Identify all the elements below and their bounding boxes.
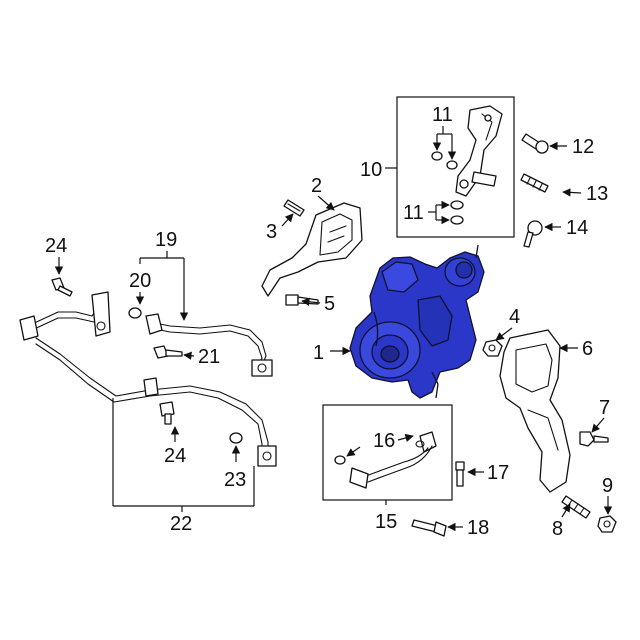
- callout-12: 12: [572, 136, 594, 158]
- callout-9: 9: [602, 475, 613, 497]
- stud-13: [520, 173, 549, 193]
- callout-22: 22: [170, 513, 192, 535]
- nut-9: [597, 515, 617, 533]
- callout-11-lower: 11: [403, 202, 424, 224]
- callout-10: 10: [360, 159, 382, 181]
- nut-4: [482, 339, 503, 357]
- oil-line-22: [19, 291, 277, 467]
- bolt-18: [411, 519, 447, 537]
- callout-6: 6: [582, 338, 593, 360]
- callout-19: 19: [155, 229, 177, 251]
- bolt-3: [283, 199, 305, 217]
- callout-1: 1: [313, 342, 324, 364]
- callout-14: 14: [566, 217, 588, 239]
- oil-pipe-15: [334, 431, 437, 489]
- bolt-24-lower: [159, 401, 175, 425]
- bolt-12: [521, 133, 549, 154]
- bolt-24-upper: [51, 277, 73, 297]
- bolt-14: [523, 220, 543, 248]
- callout-3: 3: [266, 221, 277, 243]
- callout-21: 21: [198, 346, 220, 368]
- callout-2: 2: [311, 175, 322, 197]
- callout-11-upper: 11: [432, 104, 453, 126]
- washers-11: [431, 151, 464, 225]
- pipe-group-box: [322, 404, 453, 501]
- bolt-5: [285, 294, 319, 306]
- callout-5: 5: [324, 293, 335, 315]
- heat-shield-upper: [261, 202, 363, 297]
- heat-shield-lower: [499, 329, 571, 493]
- oil-line-19: [145, 313, 273, 377]
- bracket-group-box: [396, 96, 515, 238]
- turbocharger: [349, 244, 485, 399]
- callout-24-lower: 24: [164, 445, 186, 467]
- callout-17: 17: [487, 462, 509, 484]
- callout-15: 15: [375, 511, 397, 533]
- washer-23: [229, 432, 243, 444]
- callout-16: 16: [373, 430, 395, 452]
- leader-lines: [54, 126, 613, 532]
- callout-8: 8: [552, 518, 563, 540]
- callout-labels: 1 2 3 4 5 6 7 8 9 10 11 11 12 13 14 15 1…: [45, 104, 613, 540]
- washer-20: [128, 307, 142, 319]
- callout-7: 7: [599, 397, 610, 419]
- callout-18: 18: [467, 517, 489, 539]
- bolt-7: [579, 431, 609, 447]
- stud-8: [561, 495, 591, 519]
- callout-4: 4: [509, 306, 520, 328]
- callout-23: 23: [224, 469, 246, 491]
- bracket-10: [455, 105, 503, 197]
- callout-13: 13: [586, 183, 608, 205]
- callout-24-upper: 24: [45, 235, 67, 257]
- callout-20: 20: [129, 270, 151, 292]
- bolt-21: [153, 345, 183, 359]
- bolt-17: [455, 461, 465, 487]
